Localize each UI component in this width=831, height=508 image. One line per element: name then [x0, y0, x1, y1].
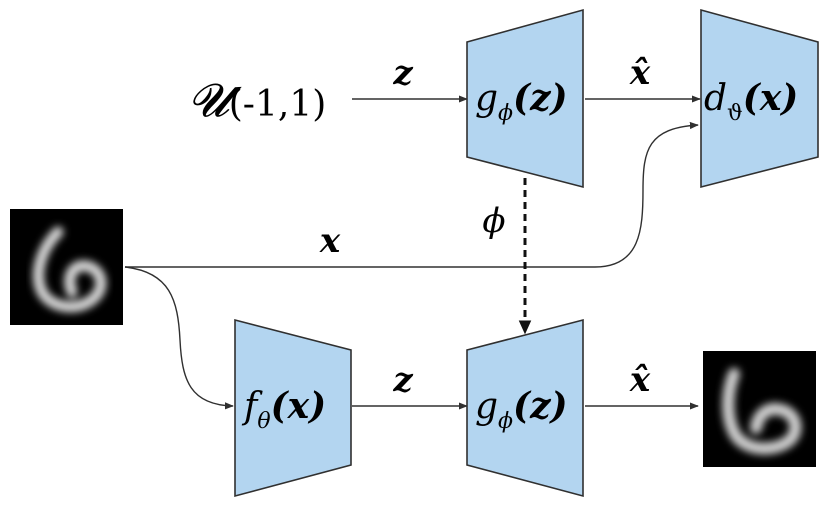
edge-label-xhat-bottom: x̂ [629, 360, 651, 400]
edge-label-x: x [319, 221, 341, 261]
discriminator-label: dϑ(x) [704, 77, 798, 126]
prior-range: (-1,1) [229, 84, 327, 125]
generator-bottom-main: g [475, 386, 498, 427]
edge-label-z-top: z [392, 53, 413, 93]
encoder-label: fθ(x) [241, 385, 326, 434]
discriminator-block [700, 8, 819, 189]
encoder-sub: θ [257, 409, 270, 434]
encoder-arg: (x) [271, 385, 327, 427]
generator-bottom-arg: (z) [513, 385, 568, 427]
edge-input-to-encoder [124, 266, 234, 410]
generator-bottom-sub: ϕ [498, 409, 513, 434]
generator-bottom-label: gϕ(z) [475, 385, 568, 434]
generator-top-block [466, 8, 584, 189]
discriminator-sub: ϑ [727, 101, 743, 126]
generator-top-sub: ϕ [498, 101, 513, 126]
output-digit-image [703, 351, 816, 467]
generator-top-arg: (z) [513, 77, 568, 119]
discriminator-main: d [704, 78, 727, 119]
generator-bottom-block [466, 318, 584, 498]
edge-input-to-discriminator [125, 121, 699, 268]
edge-label-z-bottom: z [392, 360, 413, 400]
generator-top-main: g [475, 78, 498, 119]
edge-label-xhat-top: x̂ [629, 53, 651, 93]
input-digit-image [10, 209, 123, 325]
prior-label: 𝓤(-1,1) [188, 73, 326, 127]
discriminator-arg: (x) [743, 77, 799, 119]
generator-top-label: gϕ(z) [475, 77, 568, 126]
edge-label-phi: ϕ [482, 201, 505, 241]
encoder-block [234, 318, 352, 498]
